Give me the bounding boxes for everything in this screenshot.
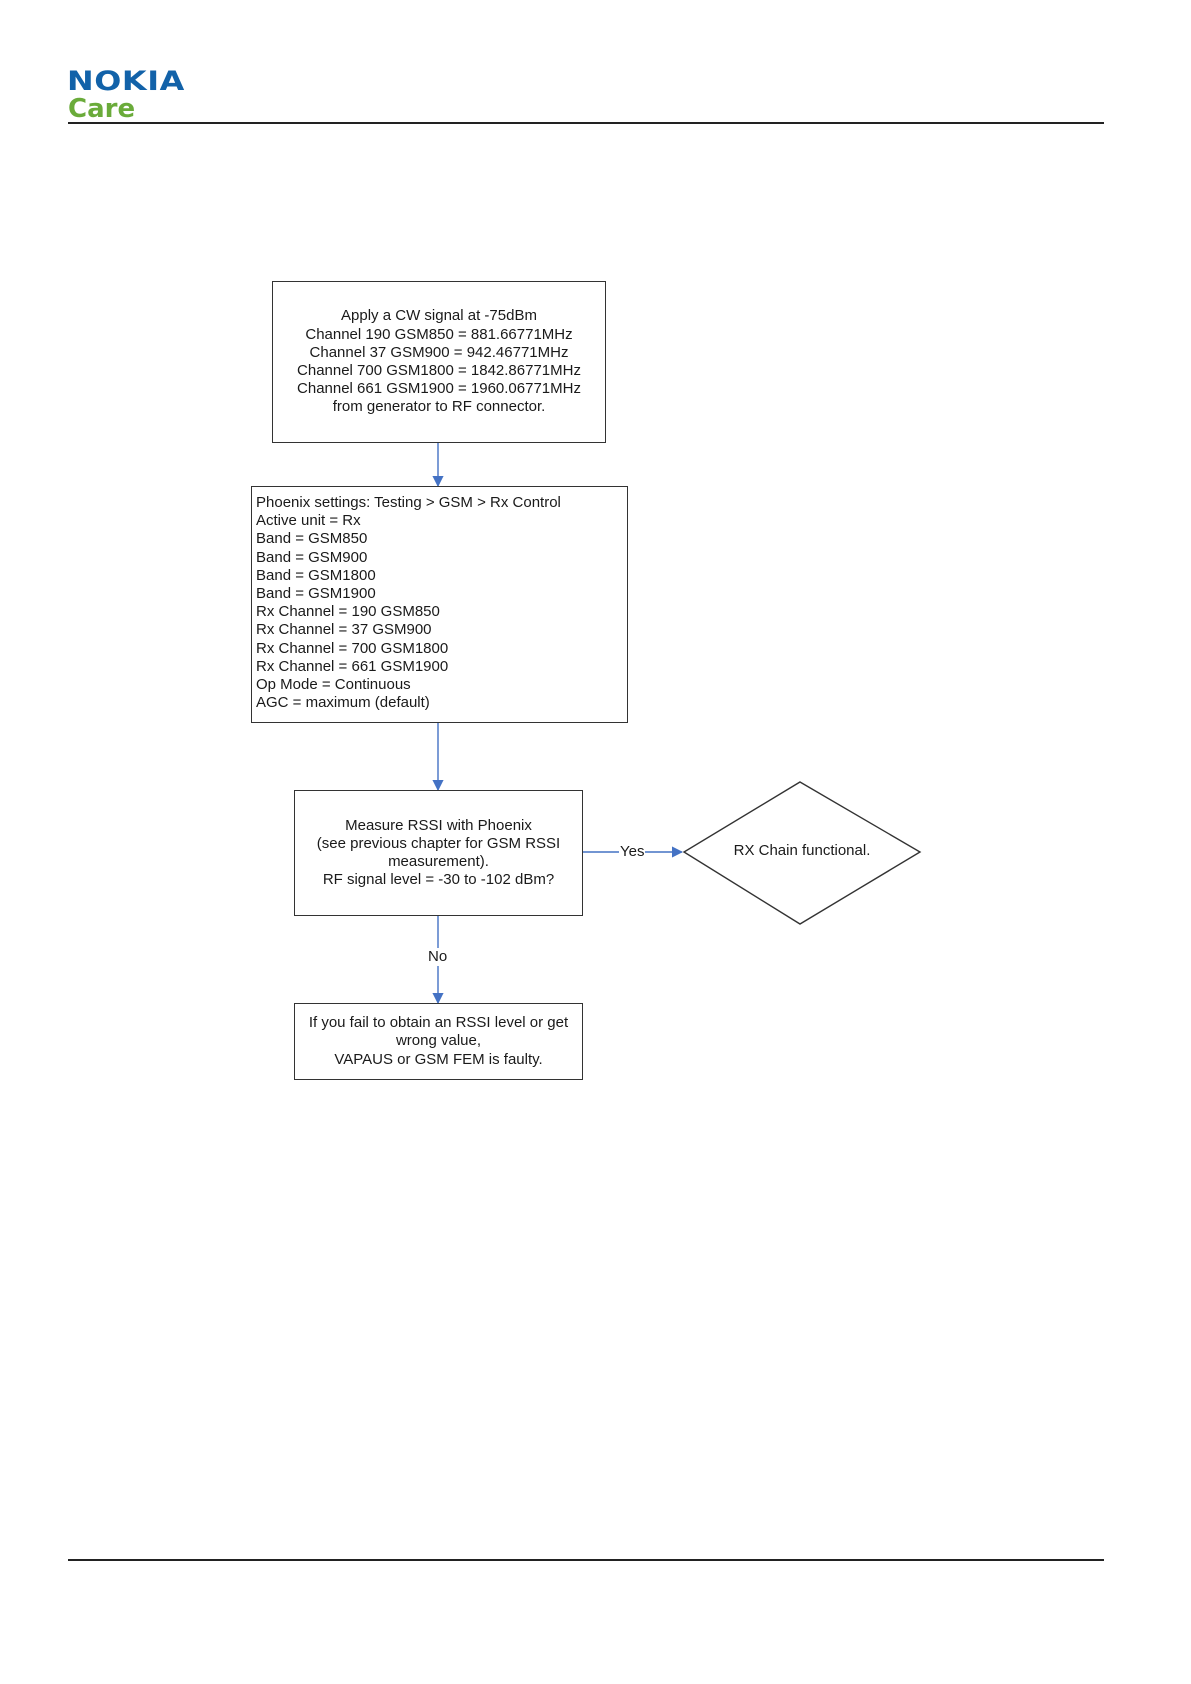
node-text-line: Channel 700 GSM1800 = 1842.86771MHz — [297, 362, 581, 379]
node-text-line: RF signal level = -30 to -102 dBm? — [322, 871, 555, 889]
node-text-line: measurement). — [388, 853, 489, 870]
edge-label-yes: Yes — [619, 843, 646, 861]
node-apply-signal: Apply a CW signal at -75dBm Channel 190 … — [272, 281, 606, 443]
node-text-line: Band = GSM900 — [256, 548, 368, 566]
node-text-line: wrong value, — [395, 1032, 482, 1050]
node-text-line: Measure RSSI with Phoenix — [345, 816, 532, 834]
node-text-line: Op Mode = Continuous — [256, 676, 411, 694]
node-text-line: Band = GSM1800 — [256, 566, 376, 584]
node-text-line: Channel 190 GSM850 = 881.66771MHz — [305, 325, 573, 343]
node-text-line: from generator to RF connector. — [332, 398, 546, 416]
decision-diamond-shape — [682, 781, 922, 925]
node-text-line: Phoenix settings: Testing > GSM > Rx Con… — [256, 494, 561, 511]
node-text-line: If you fail to obtain an RSSI level or g… — [308, 1014, 569, 1032]
node-text-line: Rx Channel = 661 GSM1900 — [256, 657, 449, 675]
node-text-line: Channel 661 GSM1900 = 1960.06771MHz — [297, 380, 581, 398]
edge-label-no: No — [427, 948, 449, 966]
node-rx-functional-label: RX Chain functional. — [733, 842, 871, 859]
node-text-line: Rx Channel = 37 GSM900 — [256, 621, 432, 639]
node-text-line: Channel 37 GSM900 = 942.46771MHz — [309, 343, 569, 361]
node-text-line: Band = GSM850 — [256, 530, 368, 548]
node-phoenix-settings: Phoenix settings: Testing > GSM > Rx Con… — [251, 486, 628, 723]
node-fail-result: If you fail to obtain an RSSI level or g… — [294, 1003, 583, 1080]
node-text-line: Apply a CW signal at -75dBm — [341, 307, 537, 325]
node-text-line: Rx Channel = 700 GSM1800 — [256, 639, 449, 657]
logo-sub-brand: Care — [68, 94, 136, 124]
node-text-line: VAPAUS or GSM FEM is faulty. — [334, 1050, 543, 1068]
node-text-line: AGC = maximum (default) — [256, 694, 430, 712]
node-text-line: Band = GSM1900 — [256, 585, 376, 603]
node-text-line: Rx Channel = 190 GSM850 — [256, 603, 440, 621]
nokia-care-logo: NOKIA Care — [67, 68, 207, 124]
node-measure-rssi: Measure RSSI with Phoenix (see previous … — [294, 790, 583, 916]
logo-brand: NOKIA — [67, 66, 185, 97]
node-text-line: Active unit = Rx — [256, 512, 361, 530]
header-rule — [68, 122, 1104, 124]
footer-rule — [68, 1559, 1104, 1561]
node-text-line: (see previous chapter for GSM RSSI — [316, 834, 561, 852]
